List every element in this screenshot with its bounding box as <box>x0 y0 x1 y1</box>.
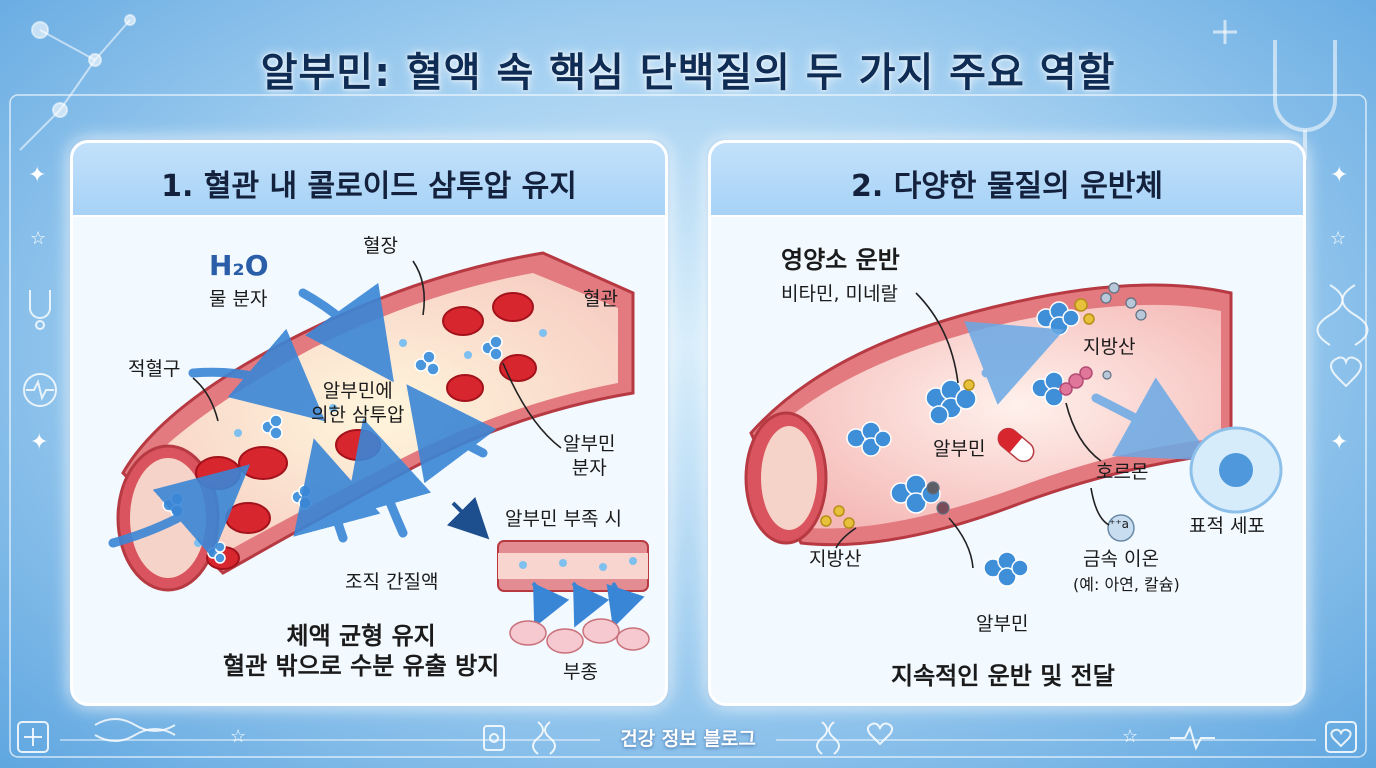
vessel-label: 혈관 <box>583 288 618 310</box>
molecule-icon <box>19 14 136 151</box>
panel-header: 2. 다양한 물질의 운반체 <box>711 143 1303 217</box>
osmotic-line-2: 의한 삼투압 <box>311 403 405 426</box>
red-blood-cell-label: 적혈구 <box>128 358 181 380</box>
summary-text: 지속적인 운반 및 전달 <box>891 662 1115 690</box>
carrier-panel: 2. 다양한 물질의 운반체 <box>708 140 1306 706</box>
albumin-label-center: 알부민 <box>933 438 986 460</box>
deficiency-label: 알부민 부족 시 <box>505 508 622 530</box>
dna-icon <box>532 721 840 755</box>
osmotic-pressure-panel: 1. 혈관 내 콜로이드 삼투압 유지 <box>70 140 668 706</box>
osmotic-line-1: 알부민에 <box>322 380 393 402</box>
albumin-molecule-label: 알부민 분자 <box>563 433 615 481</box>
sparkle-icon: ✦ <box>30 430 49 455</box>
fatty-acid-label-top: 지방산 <box>1083 336 1136 358</box>
summary-line-1: 체액 균형 유지 <box>286 622 436 650</box>
vitamin-molecules <box>926 282 1147 515</box>
metal-ion <box>1107 514 1135 542</box>
pill-icon <box>483 725 505 751</box>
transport-illustration <box>744 282 1283 587</box>
metal-ion-label: 금속 이온 <box>1083 548 1159 570</box>
ion-symbol: ⁺⁺a <box>1109 517 1130 531</box>
heartbeat-icon <box>23 373 57 407</box>
edema-inset <box>497 540 650 654</box>
target-cell-label: 표적 세포 <box>1189 515 1265 537</box>
water-inflow-arrows <box>108 282 497 558</box>
osmotic-pressure-label: 알부민에 의한 삼투압 <box>311 380 404 428</box>
star-icon: ☆ <box>30 228 47 249</box>
nutrient-transport-label: 영양소 운반 <box>781 246 900 274</box>
page-title: 알부민: 혈액 속 핵심 단백질의 두 가지 주요 역할 <box>260 50 1116 96</box>
dna-icon <box>94 284 1369 742</box>
metal-ion-example: (예: 아연, 칼슘) <box>1073 575 1180 594</box>
interstitial-fluid-label: 조직 간질액 <box>345 571 439 593</box>
fatty-acid-label-bottom: 지방산 <box>809 548 862 570</box>
edema-label: 부종 <box>563 661 598 683</box>
target-cell <box>1189 426 1283 514</box>
blood-vessel-illustration <box>108 251 650 654</box>
footer-blog-name: 건강 정보 블로그 <box>620 728 756 750</box>
pill-icon <box>997 427 1035 463</box>
star-icon: ☆ <box>1122 726 1139 747</box>
albumin-line-1: 알부민 <box>563 433 616 455</box>
star-icon: ☆ <box>1330 228 1347 249</box>
sparkle-icon: ✦ <box>1330 163 1349 188</box>
heart-icon <box>1325 721 1357 753</box>
medical-cross-icon <box>17 721 49 753</box>
panel-title: 2. 다양한 물질의 운반체 <box>850 169 1163 204</box>
callout-lines <box>835 292 1110 569</box>
h2o-label: H₂O <box>209 249 269 282</box>
plasma-label: 혈장 <box>363 235 398 257</box>
summary-line-2: 혈관 밖으로 수분 유출 방지 <box>223 652 500 680</box>
star-icon: ☆ <box>230 726 247 747</box>
heartbeat-icon <box>866 722 1215 751</box>
panel-header: 1. 혈관 내 콜로이드 삼투압 유지 <box>73 143 665 217</box>
panel-title: 1. 혈관 내 콜로이드 삼투압 유지 <box>161 169 577 204</box>
albumin-label-bottom: 알부민 <box>976 613 1029 635</box>
medical-cross-icon <box>1213 20 1237 44</box>
summary-text: 체액 균형 유지 혈관 밖으로 수분 유출 방지 <box>223 621 499 681</box>
stethoscope-icon <box>29 290 51 330</box>
water-molecule-label: 물 분자 <box>209 288 268 310</box>
heart-icon <box>1330 356 1362 388</box>
callout-lines <box>192 260 562 449</box>
vessel-lumen <box>761 426 817 530</box>
vitamin-mineral-label: 비타민, 미네랄 <box>781 283 898 305</box>
deficiency-arrow <box>446 496 490 540</box>
albumin-line-2: 분자 <box>571 456 607 479</box>
transport-arrows <box>964 321 1213 461</box>
hormone-label: 호르몬 <box>1096 461 1149 483</box>
sparkle-icon: ✦ <box>1330 430 1349 455</box>
blood-vessel <box>744 283 1233 547</box>
sparkle-icon: ✦ <box>28 163 47 188</box>
